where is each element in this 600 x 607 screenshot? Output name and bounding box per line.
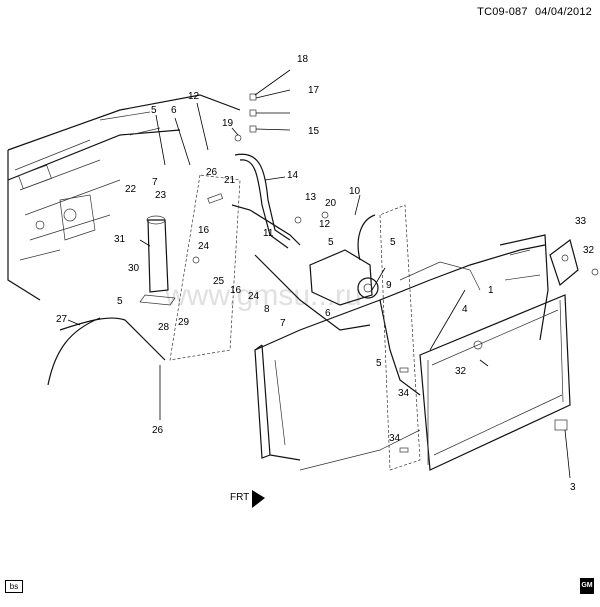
callout-9: 9: [386, 280, 392, 291]
callout-8: 8: [264, 304, 270, 315]
bracket: [549, 238, 579, 287]
callout-19: 19: [222, 118, 234, 129]
front-direction-arrow: FRT: [230, 490, 265, 508]
callout-24a: 24: [198, 241, 210, 252]
callout-15: 15: [308, 126, 320, 137]
callout-4: 4: [462, 304, 468, 315]
callout-32a: 32: [455, 366, 467, 377]
callout-27: 27: [56, 314, 68, 325]
callout-3: 3: [570, 482, 576, 493]
callout-30: 30: [128, 263, 140, 274]
callout-23: 23: [155, 190, 167, 201]
compressor: [309, 249, 379, 306]
callout-7a: 7: [152, 177, 158, 188]
callout-14: 14: [287, 170, 299, 181]
callout-10: 10: [349, 186, 361, 197]
callout-5d: 5: [117, 296, 123, 307]
callout-20: 20: [325, 198, 337, 209]
diagram-date: 04/04/2012: [534, 6, 592, 18]
callout-26a: 26: [206, 167, 218, 178]
callout-labels: 1 3 4 5 5 5 5 5 6 6 7 7 8 9 10 11 12 12 …: [56, 54, 595, 493]
radiator-support: [254, 234, 549, 471]
callout-34b: 34: [389, 433, 401, 444]
callout-6a: 6: [171, 105, 177, 116]
callout-11: 11: [263, 228, 274, 239]
callout-18: 18: [297, 54, 309, 65]
callout-22: 22: [125, 184, 137, 195]
callout-12a: 12: [188, 91, 200, 102]
callout-5b: 5: [328, 237, 334, 248]
corner-tag: bs: [5, 580, 23, 593]
callout-5e: 5: [376, 358, 382, 369]
callout-25: 25: [213, 276, 225, 287]
callout-26b: 26: [152, 425, 164, 436]
callout-34a: 34: [398, 388, 410, 399]
cowl-structure: [7, 94, 241, 301]
hardware: [192, 93, 599, 453]
callout-7b: 7: [280, 318, 286, 329]
callout-24b: 24: [248, 291, 260, 302]
callout-13: 13: [305, 192, 317, 203]
condenser: [419, 294, 571, 471]
callout-33: 33: [575, 216, 587, 227]
diagram-code: TC09-087: [477, 6, 528, 18]
callout-21: 21: [224, 175, 236, 186]
callout-28: 28: [158, 322, 170, 333]
front-label: FRT: [230, 492, 249, 503]
dashed-groupings: [169, 174, 421, 471]
callout-1: 1: [488, 285, 494, 296]
accumulator: [139, 215, 176, 306]
callout-17: 17: [308, 85, 320, 96]
callout-5c: 5: [390, 237, 396, 248]
callout-5a: 5: [151, 105, 157, 116]
watermark-text: www.gmsu...ru: [164, 279, 362, 312]
refrigerant-lines: [47, 153, 421, 396]
callout-32b: 32: [583, 245, 595, 256]
callout-29: 29: [178, 317, 190, 328]
gm-logo: GM: [580, 578, 594, 594]
callout-6b: 6: [325, 308, 331, 319]
leader-lines: [67, 69, 571, 479]
callout-12b: 12: [319, 219, 331, 230]
callout-16a: 16: [198, 225, 210, 236]
callout-16b: 16: [230, 285, 242, 296]
callout-31: 31: [114, 234, 126, 245]
diagram-header: TC09-087 04/04/2012: [473, 6, 592, 18]
